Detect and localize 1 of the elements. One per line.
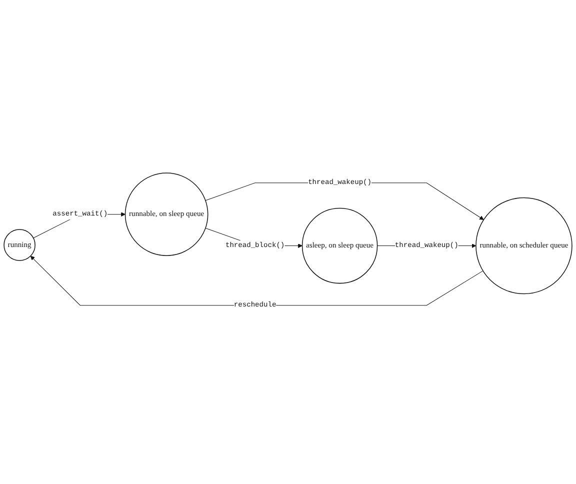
arrow	[30, 256, 484, 306]
